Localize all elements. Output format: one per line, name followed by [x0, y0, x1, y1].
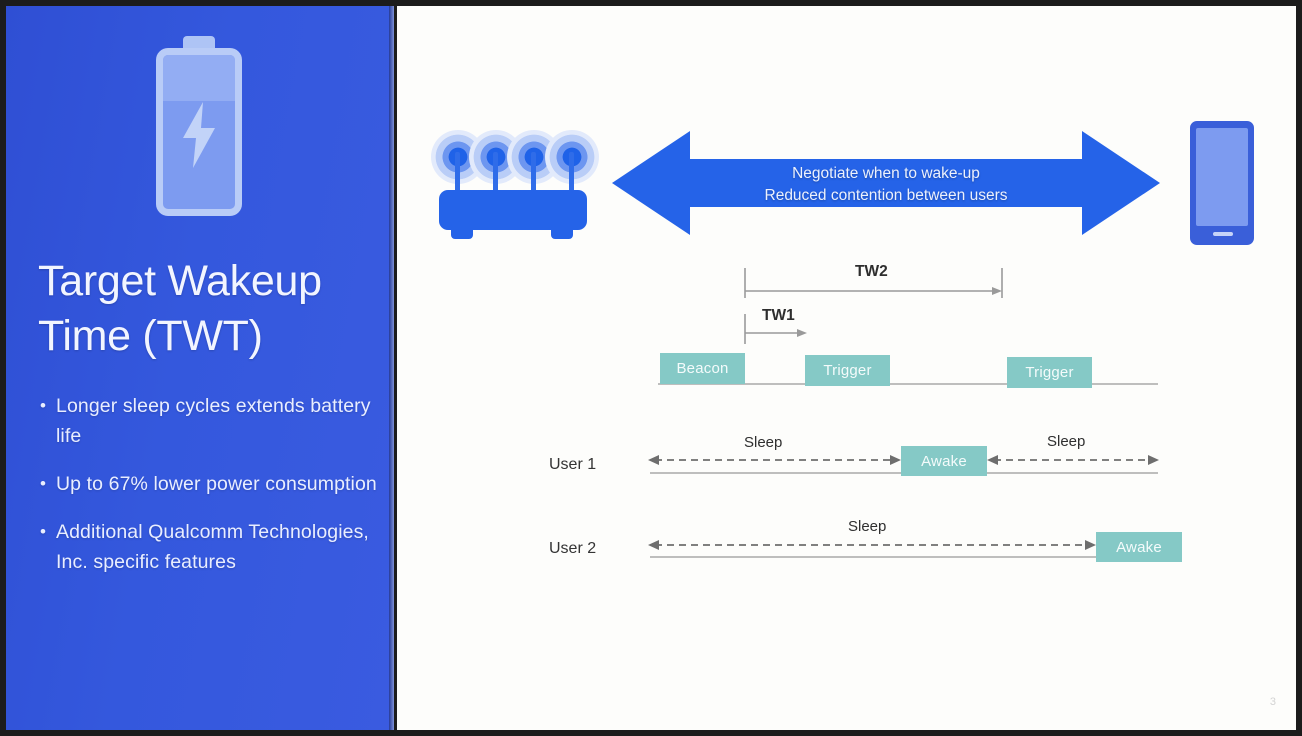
smartphone-icon [1190, 121, 1254, 245]
bullet-marker: • [40, 396, 47, 415]
user-2-awake-block: Awake [1096, 532, 1182, 562]
phone-home-indicator [1213, 232, 1233, 236]
arrow-caption-line-2: Reduced contention between users [764, 187, 1008, 204]
list-item: • Additional Qualcomm Technologies, Inc.… [40, 517, 385, 577]
list-item: • Up to 67% lower power consumption [40, 469, 385, 499]
battery-fill [163, 55, 235, 101]
router-antennas [427, 124, 599, 208]
user-1-label: User 1 [549, 456, 597, 473]
right-diagram-panel: Negotiate when to wake-up Reduced conten… [397, 6, 1296, 730]
bullet-list: • Longer sleep cycles extends battery li… [40, 391, 385, 595]
router-foot [451, 228, 473, 239]
router-body [439, 190, 587, 230]
timeline-block-trigger-2: Trigger [1007, 357, 1092, 388]
timeline-block-label: Beacon [676, 360, 729, 377]
wifi-router-icon [427, 124, 599, 244]
battery-charging-icon [156, 36, 242, 216]
user-1-sleep-label-right: Sleep [1047, 433, 1086, 450]
page-title: Target Wakeup Time (TWT) [38, 257, 322, 360]
user-2-sleep-label: Sleep [848, 518, 887, 535]
user-1-awake-block: Awake [901, 446, 987, 476]
antenna-stem [531, 152, 536, 208]
left-title-panel: Target Wakeup Time (TWT) • Longer sleep … [6, 6, 394, 730]
antenna-stem [455, 152, 460, 208]
tw2-label: TW2 [855, 263, 888, 280]
phone-screen [1196, 128, 1248, 226]
user-2-label: User 2 [549, 540, 597, 557]
timeline-block-label: Trigger [1025, 364, 1074, 381]
page-number: 3 [1269, 696, 1276, 708]
antenna-stem [569, 152, 574, 208]
battery-cap [183, 36, 215, 50]
bullet-marker: • [40, 474, 47, 493]
arrow-caption-line-1: Negotiate when to wake-up [792, 165, 980, 182]
timeline-block-trigger-1: Trigger [805, 355, 890, 386]
lightning-bolt-icon [179, 102, 219, 169]
tw1-label: TW1 [762, 307, 795, 324]
bullet-text: Up to 67% lower power consumption [56, 473, 377, 495]
list-item: • Longer sleep cycles extends battery li… [40, 391, 385, 451]
arrow-caption: Negotiate when to wake-up Reduced conten… [612, 163, 1160, 207]
timeline-block-label: Trigger [823, 362, 872, 379]
panel-divider [389, 6, 394, 730]
awake-label: Awake [1116, 538, 1162, 556]
user-1-sleep-label-left: Sleep [744, 434, 783, 451]
bullet-marker: • [40, 522, 47, 541]
timeline-block-beacon: Beacon [660, 353, 745, 384]
antenna-stem [493, 152, 498, 208]
double-headed-arrow-icon: Negotiate when to wake-up Reduced conten… [612, 121, 1160, 246]
bullet-text: Additional Qualcomm Technologies, Inc. s… [56, 521, 369, 573]
awake-label: Awake [921, 452, 967, 470]
bullet-text: Longer sleep cycles extends battery life [56, 395, 371, 447]
router-foot [551, 228, 573, 239]
battery-body [156, 48, 242, 216]
